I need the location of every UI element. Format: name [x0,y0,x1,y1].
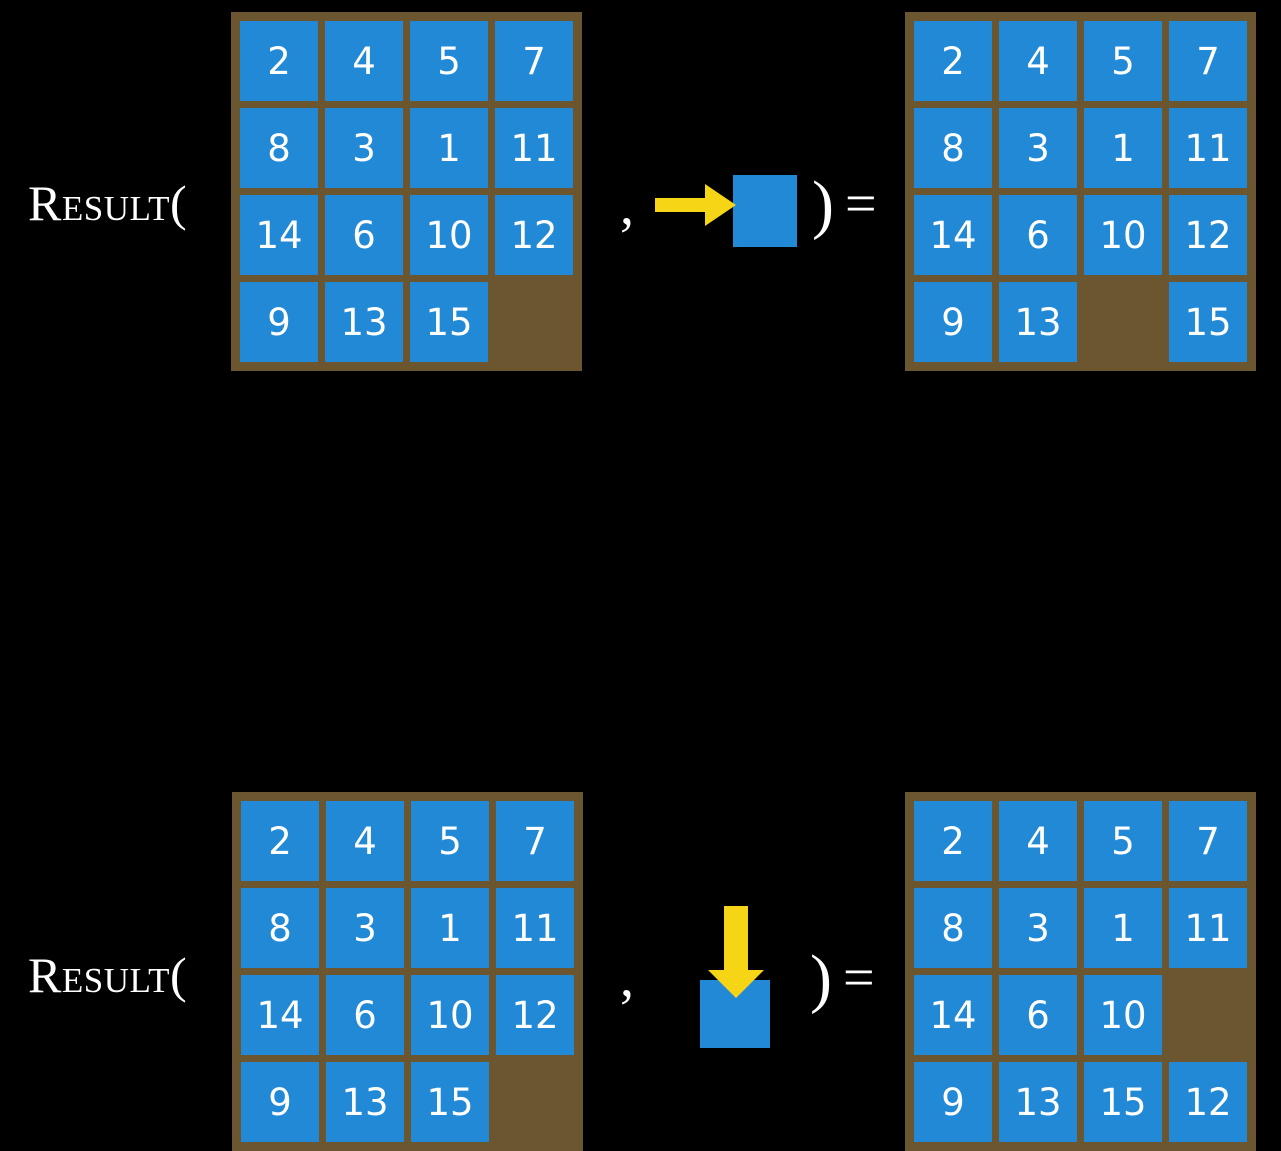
tile[interactable]: 11 [1169,888,1247,968]
output-board-top: 2 4 5 7 8 3 1 11 14 6 10 12 9 13 15 [905,12,1256,371]
tile[interactable]: 13 [999,282,1077,362]
input-board-bottom: 2 4 5 7 8 3 1 11 14 6 10 12 9 13 15 [232,792,583,1151]
tile[interactable]: 6 [999,975,1077,1055]
tile[interactable]: 1 [1084,888,1162,968]
tile[interactable]: 7 [495,21,573,101]
tile[interactable]: 7 [496,801,574,881]
tile[interactable]: 6 [325,195,403,275]
equation-row-top: Result( 2 4 5 7 8 3 1 11 14 6 10 12 9 13… [0,0,1281,390]
close-paren-top: ) [812,168,834,241]
tile[interactable]: 15 [410,282,488,362]
tile[interactable]: 5 [1084,801,1162,881]
tile[interactable]: 7 [1169,21,1247,101]
tile[interactable]: 10 [410,195,488,275]
tile[interactable]: 12 [1169,195,1247,275]
blank-tile[interactable] [1169,975,1247,1055]
tile[interactable]: 14 [240,195,318,275]
tile[interactable]: 4 [325,21,403,101]
tile[interactable]: 5 [410,21,488,101]
arrow-right-shape [655,184,736,226]
blank-tile[interactable] [1084,282,1162,362]
tile[interactable]: 5 [411,801,489,881]
equation-row-bottom: Result( 2 4 5 7 8 3 1 11 14 6 10 12 9 13… [0,390,1281,1151]
tile[interactable]: 10 [411,975,489,1055]
tile[interactable]: 12 [495,195,573,275]
tile[interactable]: 2 [241,801,319,881]
tile[interactable]: 4 [326,801,404,881]
tile[interactable]: 3 [999,108,1077,188]
tile[interactable]: 6 [326,975,404,1055]
tile[interactable]: 13 [999,1062,1077,1142]
arrow-right-icon [655,175,797,247]
tile[interactable]: 2 [914,801,992,881]
tile[interactable]: 11 [496,888,574,968]
move-down-glyph-bottom [688,898,788,1058]
tile[interactable]: 8 [240,108,318,188]
result-function-label-top: Result( [28,175,188,231]
arrow-down-icon [700,906,770,1048]
tile[interactable]: 5 [1084,21,1162,101]
tile[interactable]: 9 [914,1062,992,1142]
tile[interactable]: 14 [241,975,319,1055]
tile[interactable]: 11 [495,108,573,188]
tile[interactable]: 7 [1169,801,1247,881]
tile[interactable]: 3 [325,108,403,188]
tile[interactable]: 1 [1084,108,1162,188]
tile[interactable]: 9 [240,282,318,362]
tile[interactable]: 9 [241,1062,319,1142]
tile[interactable]: 9 [914,282,992,362]
tile[interactable]: 10 [1084,195,1162,275]
argument-separator-comma-bottom: , [620,947,634,1009]
tile[interactable]: 15 [1084,1062,1162,1142]
tile[interactable]: 1 [411,888,489,968]
tile[interactable]: 14 [914,195,992,275]
output-board-bottom: 2 4 5 7 8 3 1 11 14 6 10 9 13 15 12 [905,792,1256,1151]
tile[interactable]: 15 [1169,282,1247,362]
input-board-top: 2 4 5 7 8 3 1 11 14 6 10 12 9 13 15 [231,12,582,371]
tile[interactable]: 8 [914,888,992,968]
tile[interactable]: 4 [999,801,1077,881]
blank-tile-marker [733,175,797,247]
tile[interactable]: 15 [411,1062,489,1142]
tile[interactable]: 6 [999,195,1077,275]
tile[interactable]: 3 [999,888,1077,968]
tile[interactable]: 8 [914,108,992,188]
tile[interactable]: 12 [1169,1062,1247,1142]
blank-tile[interactable] [495,282,573,362]
equals-sign-bottom: = [843,947,875,1009]
equals-sign-top: = [845,173,877,235]
tile[interactable]: 13 [325,282,403,362]
tile[interactable]: 14 [914,975,992,1055]
argument-separator-comma-top: , [620,175,634,237]
blank-tile[interactable] [496,1062,574,1142]
tile[interactable]: 8 [241,888,319,968]
result-function-label-bottom: Result( [28,947,188,1003]
tile[interactable]: 1 [410,108,488,188]
tile[interactable]: 11 [1169,108,1247,188]
tile[interactable]: 2 [240,21,318,101]
tile[interactable]: 13 [326,1062,404,1142]
tile[interactable]: 12 [496,975,574,1055]
close-paren-bottom: ) [810,942,832,1015]
tile[interactable]: 3 [326,888,404,968]
tile[interactable]: 2 [914,21,992,101]
move-right-glyph-top [650,168,810,258]
tile[interactable]: 4 [999,21,1077,101]
tile[interactable]: 10 [1084,975,1162,1055]
